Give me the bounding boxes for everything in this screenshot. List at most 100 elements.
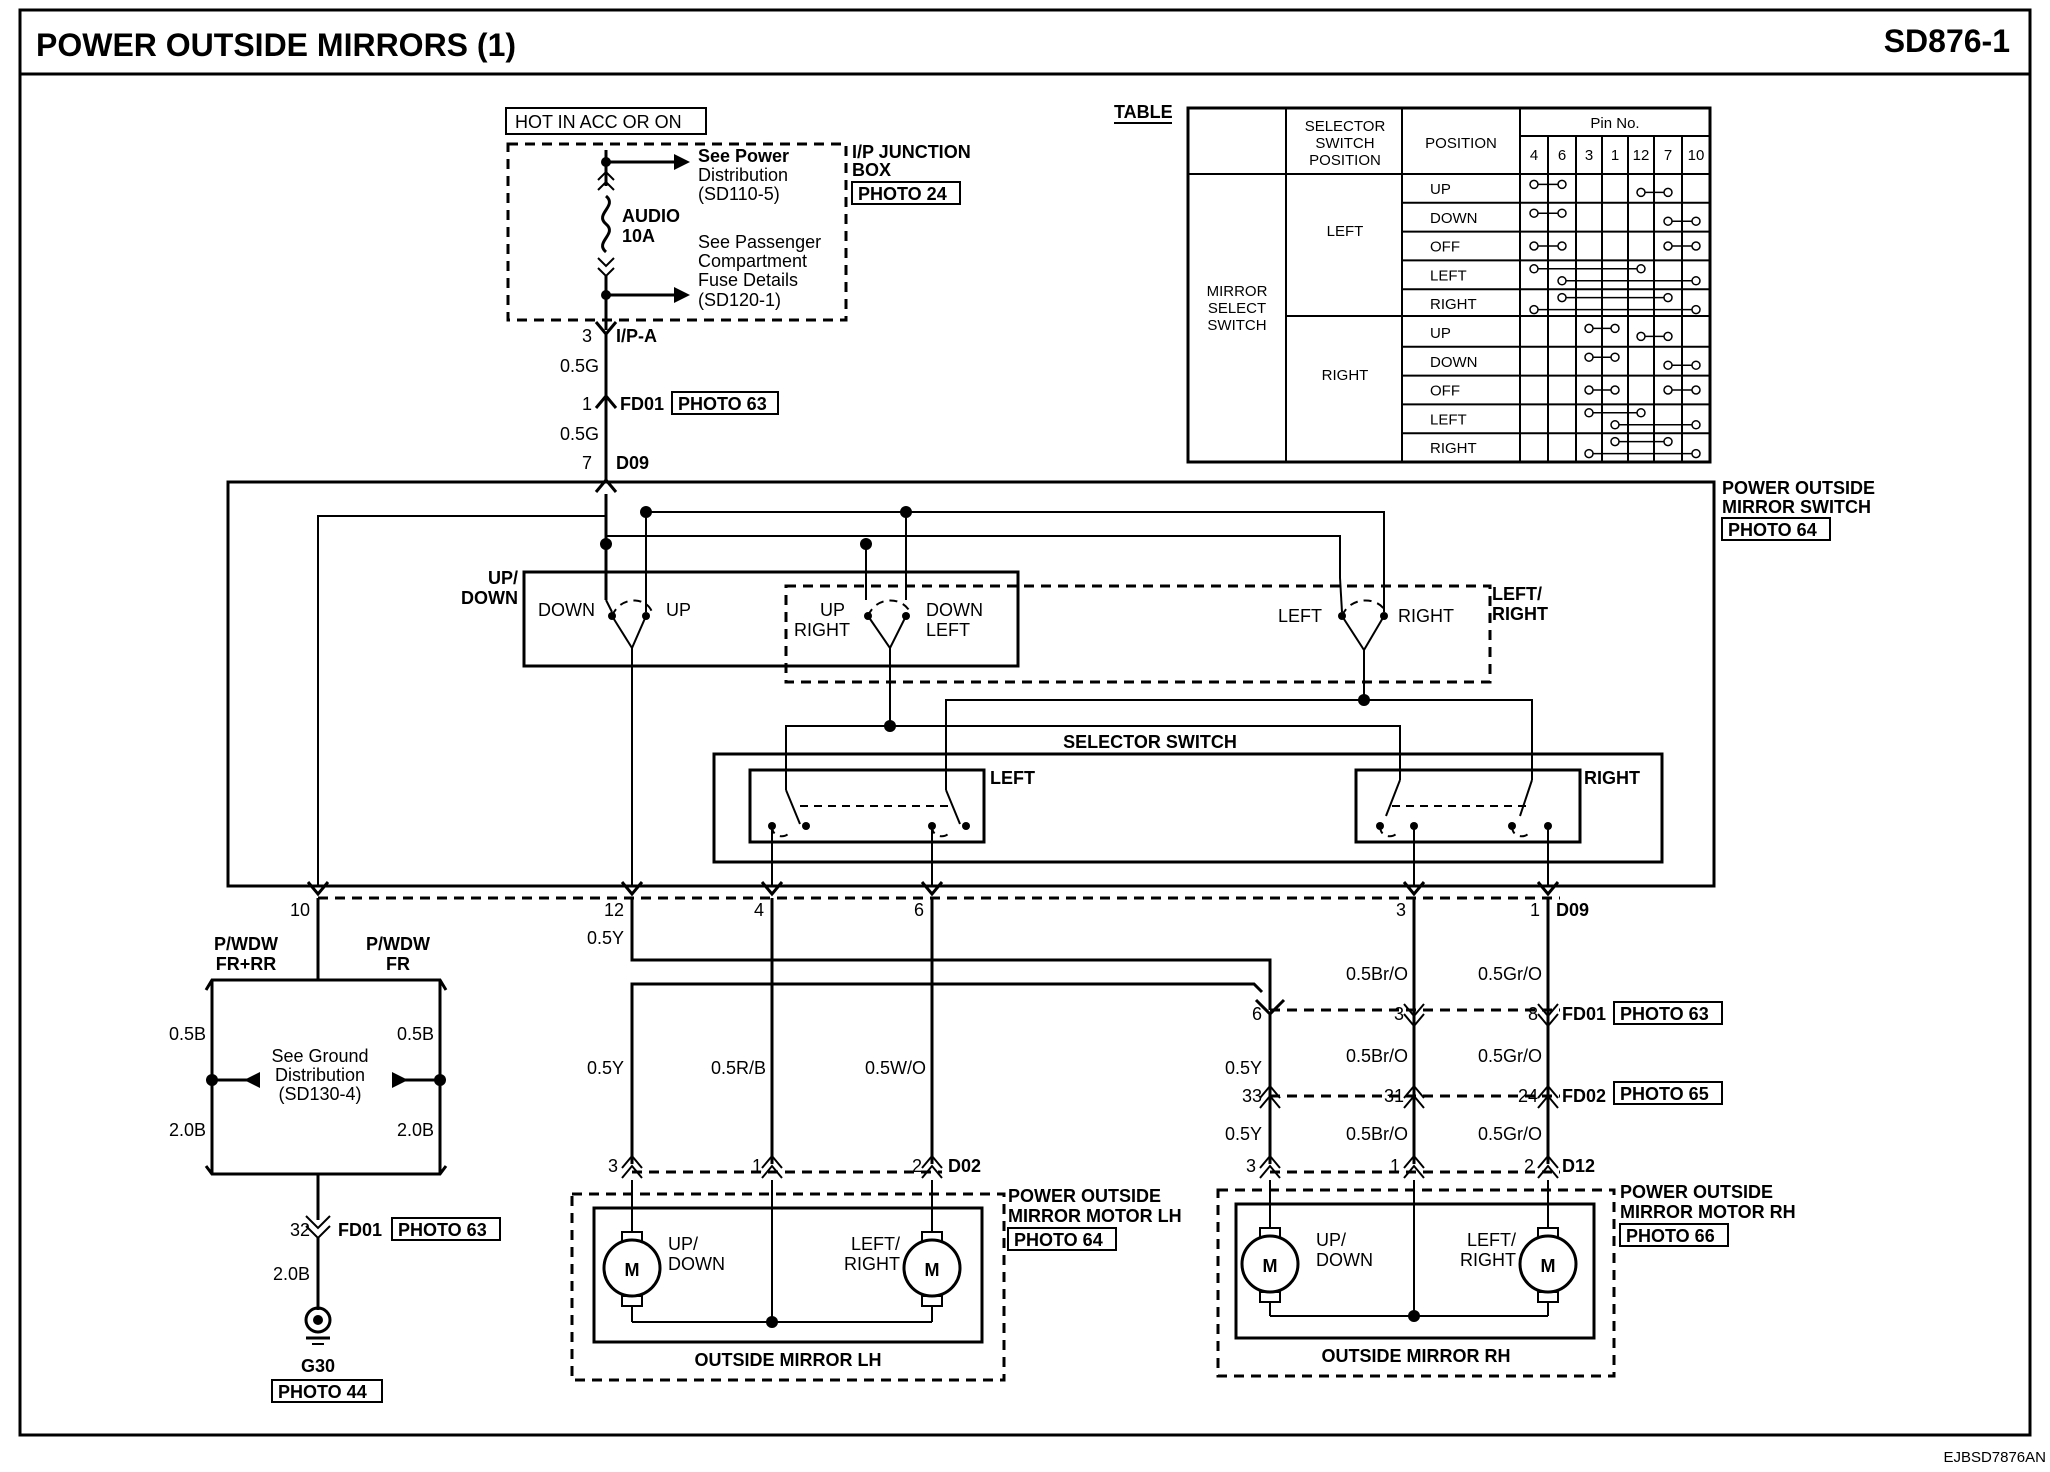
pin-6: 6 xyxy=(914,900,924,920)
wire-05y-crossover xyxy=(630,898,1272,1010)
wire-05y-label: 0.5Y xyxy=(587,928,624,948)
connector-icon xyxy=(594,393,618,409)
rh-fd02-photo-box xyxy=(1613,1081,1723,1105)
table-caption: TABLE xyxy=(1114,102,1173,122)
svg-text:M: M xyxy=(1541,1256,1556,1276)
junction-photo: PHOTO 24 xyxy=(858,184,947,204)
rh-motor-photo: PHOTO 66 xyxy=(1626,1226,1715,1246)
ground-photo63: PHOTO 63 xyxy=(398,1220,487,1240)
splice-dot xyxy=(1408,1310,1420,1322)
mirror-switch-photo-box xyxy=(1721,517,1831,541)
selector-left-box xyxy=(748,768,986,844)
rh-motor-name-2: MIRROR MOTOR RH xyxy=(1620,1202,1796,1222)
lh-updown-label-2: DOWN xyxy=(668,1254,725,1274)
lh-motor-name-1: POWER OUTSIDE xyxy=(1008,1186,1161,1206)
table-side-left: LEFT xyxy=(1327,223,1364,240)
connector-icon xyxy=(597,257,615,278)
fd01-photo-box xyxy=(671,391,779,415)
rh-wire-05gro-label: 0.5Gr/O xyxy=(1478,1046,1542,1066)
see-ground-1: See Ground xyxy=(271,1046,368,1066)
updown-label-1: UP/ xyxy=(488,568,518,588)
hot-label-box xyxy=(505,107,707,135)
wire-05bro-label: 0.5Br/O xyxy=(1346,964,1408,984)
pwdw-frrr-2: FR+RR xyxy=(216,954,277,974)
rh-fd02-pin-31: 31 xyxy=(1384,1086,1404,1106)
selector-right-label: RIGHT xyxy=(1584,768,1640,788)
table-position-5: UP xyxy=(1430,325,1451,342)
rh-leftright-label-2: RIGHT xyxy=(1460,1250,1516,1270)
table-position-0: UP xyxy=(1430,181,1451,198)
junction-photo-box xyxy=(851,181,961,205)
lh-leftright-motor-icon: M xyxy=(902,1231,962,1307)
connector-icon xyxy=(1537,1084,1559,1109)
mirror-switch-name-1: POWER OUTSIDE xyxy=(1722,478,1875,498)
wire-05y-lh xyxy=(630,982,1264,1164)
d02-connector-icons xyxy=(621,1154,943,1179)
connector-icon xyxy=(1403,1154,1425,1179)
wire-20b-left: 2.0B xyxy=(169,1120,206,1140)
leftright-label-2: RIGHT xyxy=(1492,604,1548,624)
selector-right-box xyxy=(1354,768,1582,844)
table-header-selector-2: SWITCH xyxy=(1315,135,1374,152)
lh-updown-motor-icon: M xyxy=(602,1231,662,1307)
wire-20b-right: 2.0B xyxy=(397,1120,434,1140)
rh-fd02-connector: FD02 xyxy=(1562,1086,1606,1106)
see-ground-2: Distribution xyxy=(275,1065,365,1085)
fuse-name: AUDIO xyxy=(622,206,680,226)
pin-10: 10 xyxy=(290,900,310,920)
wire-05wo-label: 0.5W/O xyxy=(865,1058,926,1078)
arrow-left-icon xyxy=(244,1072,260,1088)
internal-wire-lr-feed xyxy=(606,535,1341,578)
see-passenger-4: (SD120-1) xyxy=(698,290,781,310)
updown-label-2: DOWN xyxy=(461,588,518,608)
see-passenger-2: Compartment xyxy=(698,251,807,271)
page-title: POWER OUTSIDE MIRRORS (1) xyxy=(36,27,516,63)
internal-wire-p10 xyxy=(317,515,606,886)
table-pin-header: 4 xyxy=(1530,147,1538,164)
updown-rl-switch-icon xyxy=(864,599,911,726)
table-pin-header: 6 xyxy=(1558,147,1566,164)
table-pin-header: 3 xyxy=(1585,147,1593,164)
rh-fd01-pin-6: 6 xyxy=(1252,1004,1262,1024)
output-connector-icons xyxy=(306,881,1560,897)
d09-connector: D09 xyxy=(616,453,649,473)
junction-box-label-2: BOX xyxy=(852,160,891,180)
connector-icon xyxy=(1403,1084,1425,1109)
updown-switch-box xyxy=(522,570,1020,668)
lh-motor-box xyxy=(592,1206,984,1344)
table-position-4: RIGHT xyxy=(1430,296,1477,313)
lh-pin-3: 3 xyxy=(608,1156,618,1176)
rh-mirror-label: OUTSIDE MIRROR RH xyxy=(1322,1346,1511,1366)
updown-up: UP xyxy=(666,600,691,620)
rh-updown-label-1: UP/ xyxy=(1316,1230,1346,1250)
rh-wire-05y-label-2: 0.5Y xyxy=(1225,1124,1262,1144)
junction-box xyxy=(506,142,848,322)
rh-motor-name-1: POWER OUTSIDE xyxy=(1620,1182,1773,1202)
table-pin-header: 10 xyxy=(1688,147,1705,164)
arrow-right-icon xyxy=(392,1072,408,1088)
rh-wire-05y-label: 0.5Y xyxy=(1225,1058,1262,1078)
arrow-icon xyxy=(674,154,690,170)
rh-wire-05bro-label: 0.5Br/O xyxy=(1346,1046,1408,1066)
wire-05b-left: 0.5B xyxy=(169,1024,206,1044)
mirror-switch-name-2: MIRROR SWITCH xyxy=(1722,497,1871,517)
rh-fd02-pin-33: 33 xyxy=(1242,1086,1262,1106)
svg-text:M: M xyxy=(925,1260,940,1280)
rh-fd01-pin-3: 3 xyxy=(1394,1004,1404,1024)
ground-photo44: PHOTO 44 xyxy=(278,1382,367,1402)
ground-bus-bottom xyxy=(204,1165,448,1176)
ground-icon xyxy=(304,1306,332,1345)
table-header-selector-1: SELECTOR xyxy=(1305,118,1386,135)
wire-05gro-label: 0.5Gr/O xyxy=(1478,964,1542,984)
rh-d12-pin-2: 2 xyxy=(1524,1156,1534,1176)
table-position-3: LEFT xyxy=(1430,267,1467,284)
rh-fd01-pin-8: 8 xyxy=(1528,1004,1538,1024)
wire-05rb-label: 0.5R/B xyxy=(711,1058,766,1078)
d09-output-connector: D09 xyxy=(1556,900,1589,920)
pwdw-frrr-1: P/WDW xyxy=(214,934,278,954)
selector-switch-label: SELECTOR SWITCH xyxy=(1063,732,1237,752)
splice-dot xyxy=(600,538,612,550)
ground-wire-20b: 2.0B xyxy=(273,1264,310,1284)
selector-left-switch-icon xyxy=(768,789,970,838)
lh-updown-label-1: UP/ xyxy=(668,1234,698,1254)
